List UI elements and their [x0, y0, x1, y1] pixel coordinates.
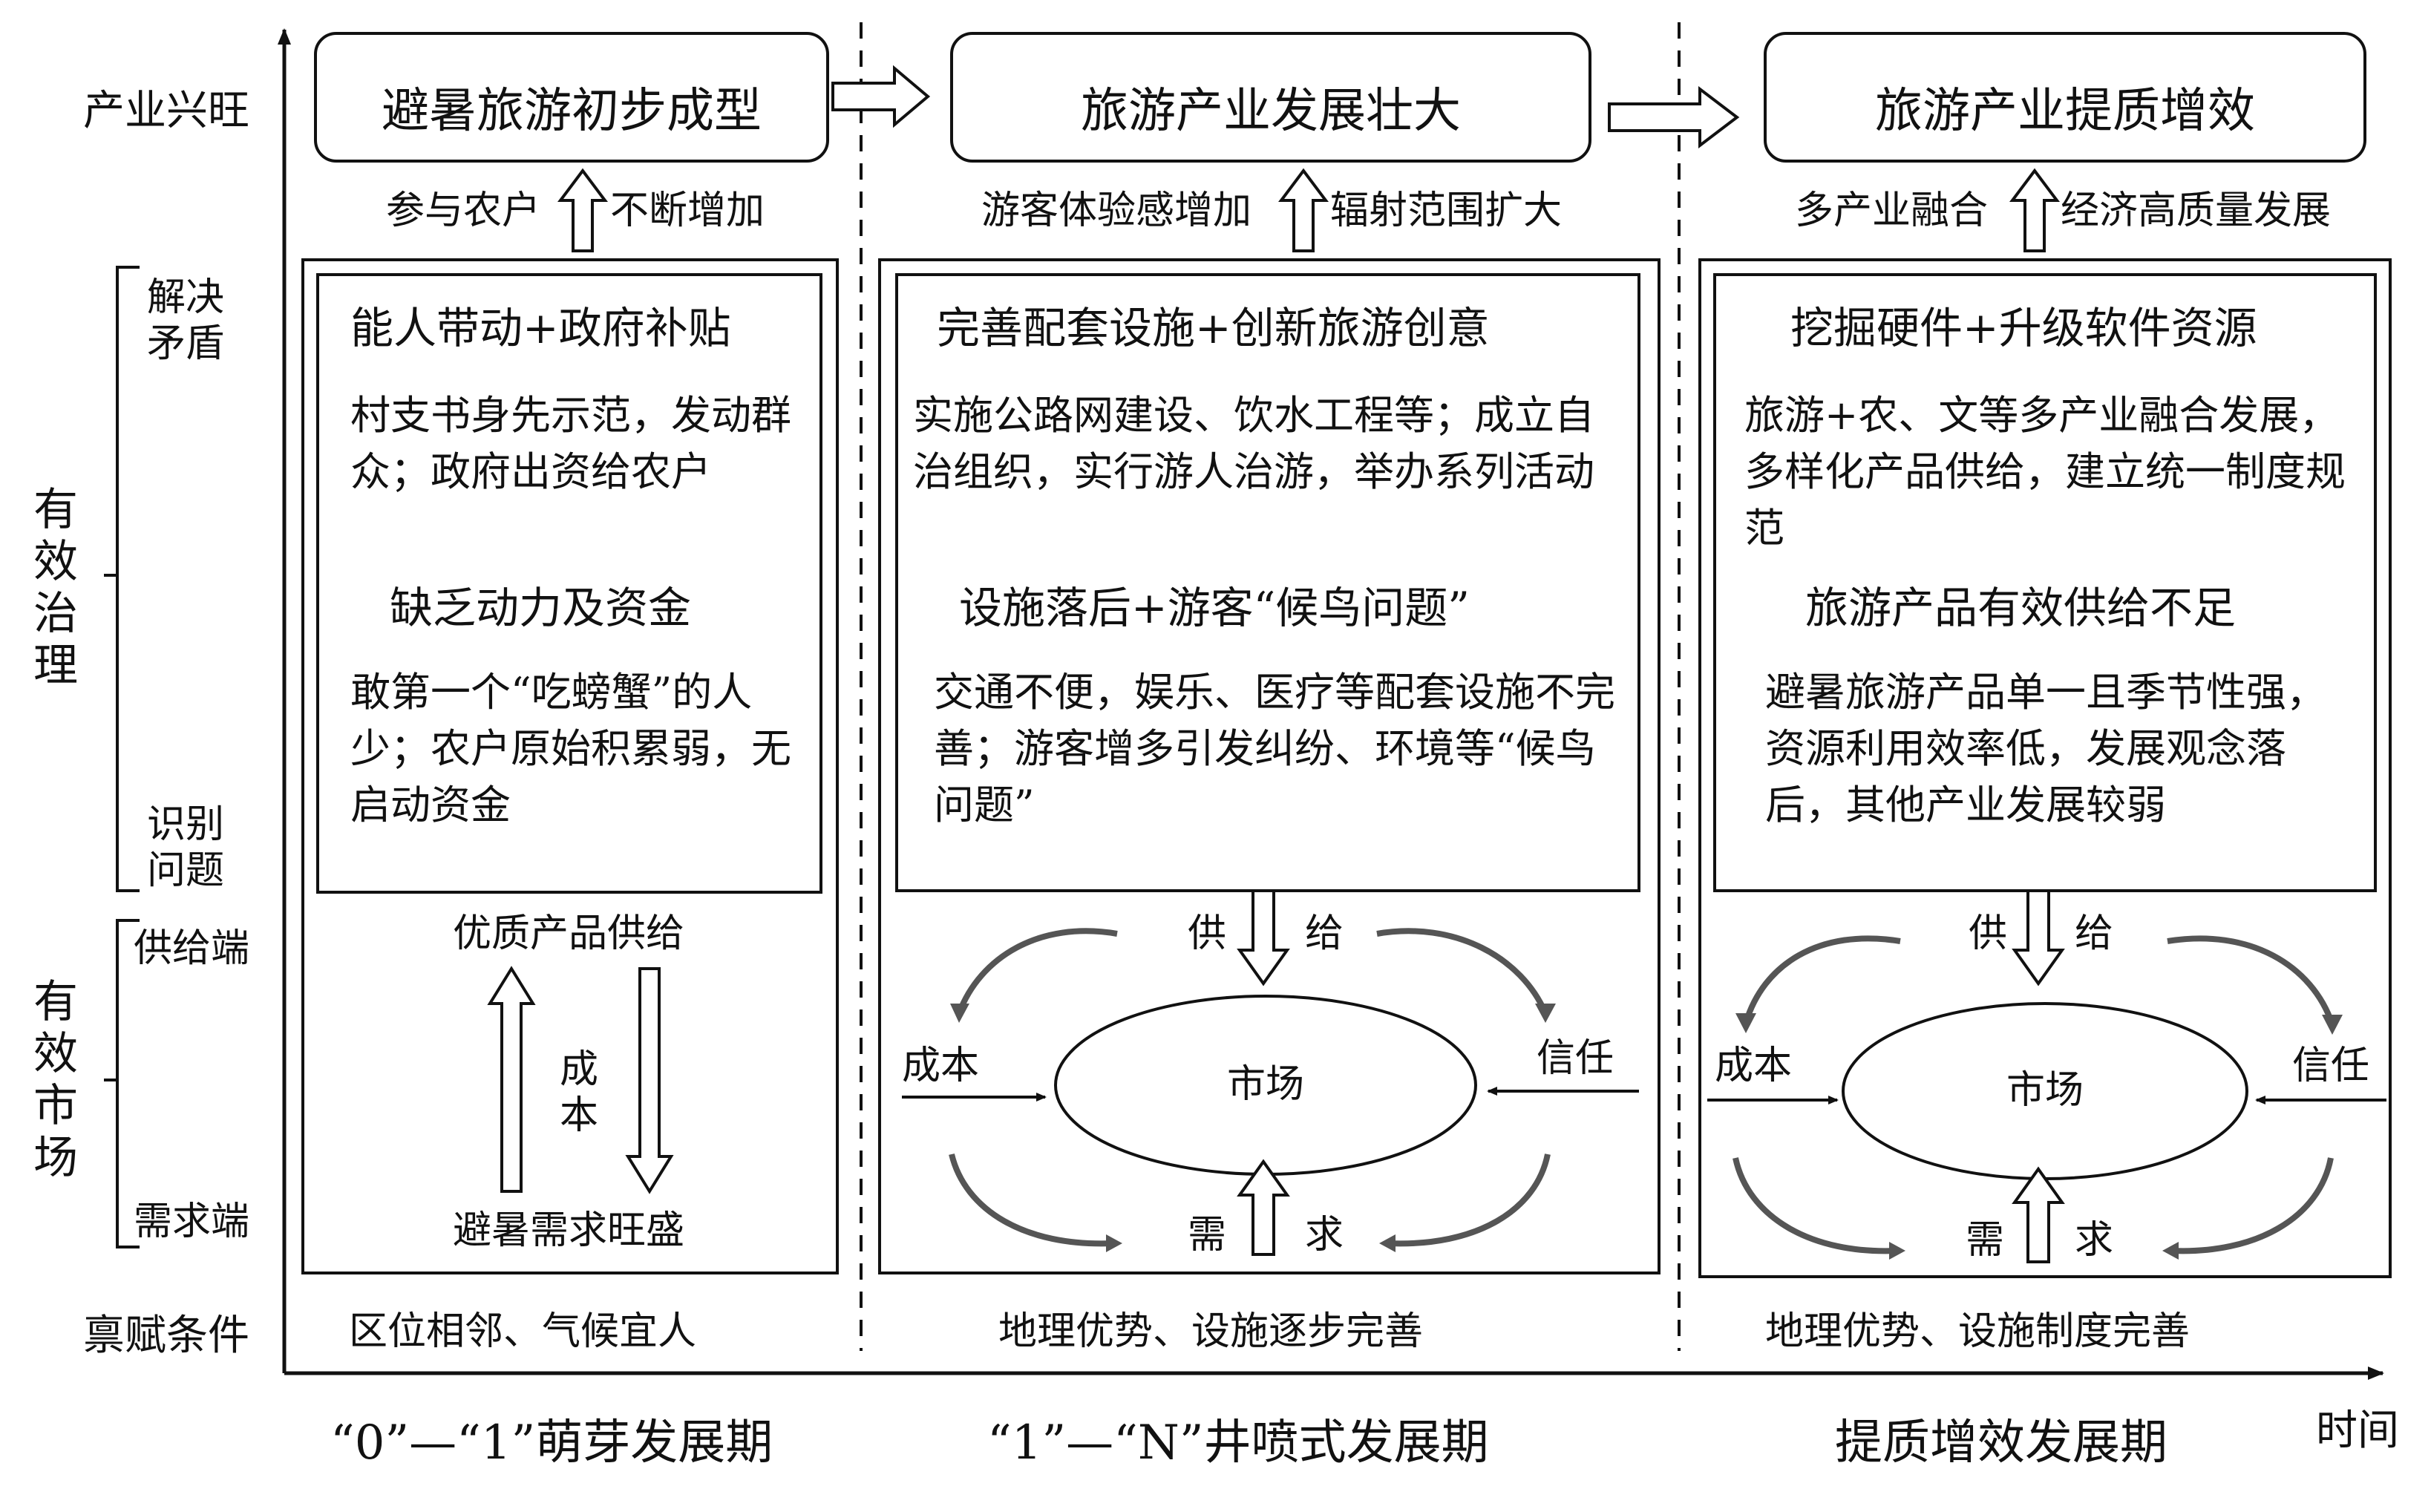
stage2-solution-title: 完善配套设施+创新旅游创意 — [937, 303, 1490, 353]
stage2-supply-b: 给 — [1305, 912, 1344, 956]
stage3-market-cycle — [1707, 889, 2386, 1263]
stage1-market-arrows — [487, 966, 674, 1194]
axes — [278, 28, 2384, 1380]
stage2-market-center: 市场 — [1226, 1062, 1305, 1107]
stage3-demand-a: 需 — [1966, 1218, 2005, 1263]
stage3-title: 旅游产业提质增效 — [1875, 84, 2255, 139]
stage2-problem-text: 交通不便，娱乐、医疗等配套设施不完善；游客增多引发纠纷、环境等“候鸟问题” — [934, 669, 1615, 828]
stage3-solution-title: 挖掘硬件+升级软件资源 — [1790, 303, 2257, 353]
stage1-problem-title: 缺乏动力及资金 — [390, 583, 692, 633]
stage1-endowment: 区位相邻、气候宜人 — [349, 1309, 697, 1354]
stage2-outcome-right: 辐射范围扩大 — [1330, 189, 1563, 233]
stage2-demand-a: 需 — [1188, 1213, 1227, 1257]
stage-title-boxes — [314, 32, 2366, 163]
stage1-market-supply: 优质产品供给 — [453, 912, 685, 956]
stage2-cost: 成本 — [902, 1044, 980, 1088]
stage1-title: 避暑旅游初步成型 — [382, 84, 762, 139]
stage-dividers — [860, 22, 1681, 1351]
left-brackets — [104, 266, 140, 1248]
stage2-outcome-left: 游客体验感增加 — [981, 189, 1252, 233]
stage3-cost: 成本 — [1715, 1044, 1793, 1088]
stage2-trust: 信任 — [1537, 1036, 1614, 1081]
market-top-label: 供给端 — [134, 926, 250, 971]
stage2-problem-title: 设施落后+游客“候鸟问题” — [959, 583, 1470, 633]
stage1-solution-text: 村支书身先示范，发动群众；政府出资给农户 — [350, 392, 791, 495]
stage1-market-cost: 成本 — [560, 1047, 599, 1138]
stage1-solution-title: 能人带动+政府补贴 — [350, 303, 731, 353]
stage1-outcome-left: 参与农户 — [386, 189, 541, 233]
stage3-problem-text: 避暑旅游产品单一且季节性强，资源利用效率低，发展观念落后，其他产业发展较弱 — [1765, 669, 2326, 828]
stage2-supply-a: 供 — [1188, 912, 1227, 956]
stage-progress-arrows — [831, 65, 1740, 149]
y-axis-label-endowment: 禀赋条件 — [83, 1312, 249, 1360]
stage2-period: “1”—“N”井喷式发展期 — [987, 1416, 1489, 1470]
stage2-solution-text: 实施公路网建设、饮水工程等；成立自治组织，实行游人治游，举办系列活动 — [913, 392, 1594, 495]
governance-top-label: 解决矛盾 — [147, 275, 225, 366]
stage2-title: 旅游产业发展壮大 — [1081, 84, 1461, 139]
stage3-period: 提质增效发展期 — [1835, 1416, 2167, 1470]
x-axis-label-time: 时间 — [2316, 1407, 2399, 1455]
stage3-problem-title: 旅游产品有效供给不足 — [1805, 583, 2237, 633]
stage1-market-demand: 避暑需求旺盛 — [453, 1208, 685, 1253]
stage3-trust: 信任 — [2292, 1044, 2370, 1088]
stage1-outcome-right: 不断增加 — [610, 189, 765, 233]
governance-label: 有效治理 — [33, 484, 78, 692]
outcome-arrows — [557, 168, 2060, 252]
market-label: 有效市场 — [33, 976, 78, 1184]
stage3-supply-b: 给 — [2075, 912, 2114, 956]
stage3-solution-text: 旅游+农、文等多产业融合发展，多样化产品供给，建立统一制度规范 — [1744, 392, 2346, 552]
stage2-endowment: 地理优势、设施逐步完善 — [998, 1309, 1424, 1354]
market-bottom-label: 需求端 — [134, 1200, 250, 1244]
stage1-period: “0”—“1”萌芽发展期 — [330, 1416, 773, 1470]
stage2-demand-b: 求 — [1305, 1213, 1344, 1257]
stage1-problem-text: 敢第一个“吃螃蟹”的人少；农户原始积累弱，无启动资金 — [350, 669, 791, 828]
stage3-outcome-right: 经济高质量发展 — [2061, 189, 2332, 233]
stage3-market-center: 市场 — [2006, 1068, 2084, 1113]
stage3-outcome-left: 多产业融合 — [1795, 189, 1989, 233]
y-axis-label-industry: 产业兴旺 — [83, 87, 249, 135]
stage3-demand-b: 求 — [2075, 1218, 2114, 1263]
stage-panels — [301, 258, 2392, 1278]
stage3-supply-a: 供 — [1969, 912, 2008, 956]
governance-bottom-label: 识别问题 — [147, 802, 225, 893]
stage2-market-cycle — [902, 889, 1639, 1256]
stage3-endowment: 地理优势、设施制度完善 — [1765, 1309, 2190, 1354]
